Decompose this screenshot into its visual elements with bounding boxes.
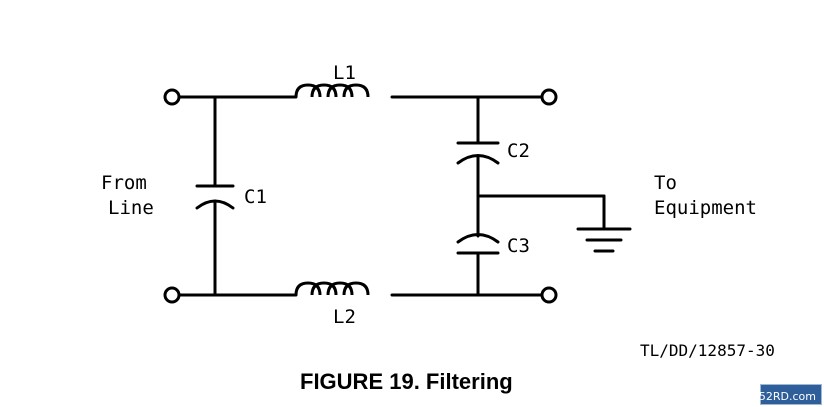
- inductor-l2: [294, 281, 370, 296]
- label-to: To: [654, 172, 677, 194]
- ground-icon: [576, 227, 632, 253]
- figure-caption: FIGURE 19. Filtering: [300, 369, 513, 394]
- watermark-badge: [760, 384, 822, 405]
- watermark: 52RD.com: [758, 390, 816, 403]
- terminal-line-top: [163, 88, 181, 106]
- label-line: Line: [108, 197, 154, 219]
- inductor-l1: [294, 83, 370, 98]
- label-equipment: Equipment: [654, 197, 757, 219]
- terminal-equipment-bottom: [540, 286, 558, 304]
- label-c2: C2: [507, 140, 530, 162]
- terminal-equipment-top: [540, 88, 558, 106]
- part-code: TL/DD/12857-30: [640, 341, 775, 360]
- terminal-line-bottom: [163, 286, 181, 304]
- label-l1: L1: [333, 62, 356, 84]
- label-l2: L2: [333, 306, 356, 328]
- label-c1: C1: [244, 186, 267, 208]
- label-from: From: [101, 172, 147, 194]
- c3-plate-top: [456, 233, 500, 244]
- label-c3: C3: [507, 235, 530, 257]
